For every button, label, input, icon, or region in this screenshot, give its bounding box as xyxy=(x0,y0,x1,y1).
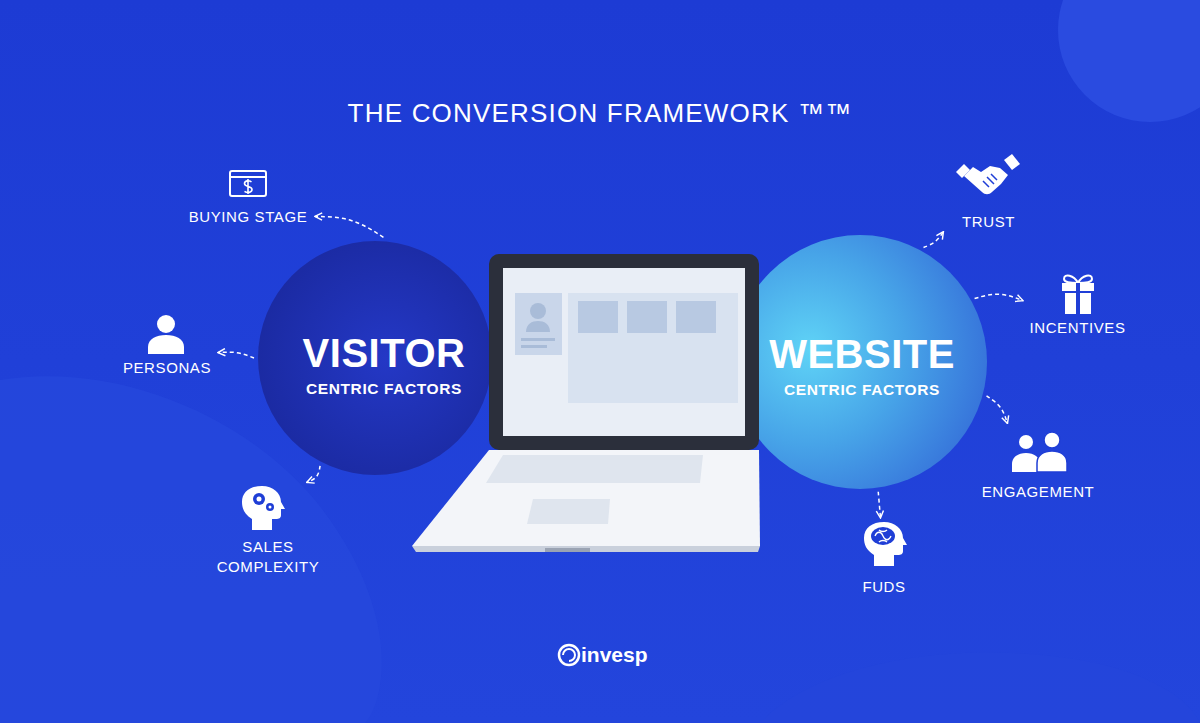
laptop-bezel xyxy=(489,254,759,450)
screen-tile xyxy=(627,301,667,333)
screen-line xyxy=(521,345,547,348)
factor-label: INCENTIVES xyxy=(1025,318,1130,338)
laptop-base-edge xyxy=(412,546,760,552)
node-text-group: VISITOR CENTRIC FACTORS xyxy=(258,241,492,475)
diagram-title: THE CONVERSION FRAMEWORK ™™ xyxy=(0,97,1200,129)
dashed-arrow xyxy=(987,396,1008,424)
brain-folds xyxy=(875,530,891,542)
group-heading: VISITOR xyxy=(303,331,466,375)
gear xyxy=(253,493,265,505)
screen-avatar-body xyxy=(526,321,550,332)
dashed-arrow xyxy=(924,232,944,248)
logo-swirl xyxy=(563,649,575,661)
factor-label: SALES COMPLEXITY xyxy=(213,537,323,577)
dollar-symbol xyxy=(245,179,253,194)
group-subheading: CENTRIC FACTORS xyxy=(306,379,462,399)
handshake-icon xyxy=(956,154,1020,194)
factor-item: TRUST xyxy=(945,160,1032,232)
laptop-keyboard xyxy=(486,455,703,483)
gift-lid xyxy=(1062,283,1094,291)
node-text-group: PERSONAS xyxy=(118,358,216,378)
people-icon xyxy=(1012,432,1067,472)
gift-icon xyxy=(1062,276,1094,314)
gift-box xyxy=(1065,293,1091,314)
factor-item: ENGAGEMENT xyxy=(978,425,1098,502)
brain xyxy=(871,527,895,545)
head-silhouette xyxy=(864,522,907,566)
node-text-group: WEBSITE CENTRIC FACTORS xyxy=(733,235,987,489)
factor-label: BUYING STAGE xyxy=(183,207,313,227)
screen-profile-card xyxy=(515,293,562,355)
factor-label: TRUST xyxy=(945,212,1032,232)
laptop-base xyxy=(412,450,760,546)
person-head xyxy=(157,315,175,333)
factor-circle xyxy=(258,241,492,475)
dashed-arrow xyxy=(218,352,254,358)
node-text-group: SALES COMPLEXITY xyxy=(213,537,323,577)
factor-item: PERSONAS xyxy=(118,312,216,378)
dashed-arrow xyxy=(315,216,384,237)
dashed-arrow xyxy=(307,466,320,483)
gear xyxy=(266,503,274,511)
dashed-arrow xyxy=(878,492,880,518)
factor-item: BUYING STAGE xyxy=(183,165,313,227)
factor-group-circle: WEBSITE CENTRIC FACTORS xyxy=(733,235,987,489)
person-body xyxy=(1037,451,1067,472)
gear-hub xyxy=(257,497,262,502)
factor-label: FUDS xyxy=(850,577,918,597)
brain-head-icon xyxy=(864,522,907,566)
person-body xyxy=(1012,453,1040,472)
person-head xyxy=(1019,435,1033,449)
laptop-touchpad xyxy=(527,499,610,524)
factor-label: ENGAGEMENT xyxy=(978,482,1098,502)
factor-item: FUDS xyxy=(850,520,918,597)
factor-circle xyxy=(733,235,987,489)
factor-item: SALES COMPLEXITY xyxy=(213,484,323,577)
head-silhouette xyxy=(242,486,285,530)
screen-tile xyxy=(578,301,618,333)
gift-ribbon xyxy=(1076,283,1080,314)
factor-label: PERSONAS xyxy=(118,358,216,378)
screen-avatar xyxy=(530,303,546,319)
cuff xyxy=(1004,154,1020,170)
hands xyxy=(964,166,1008,194)
dashed-arrow xyxy=(975,294,1023,300)
gear-hub xyxy=(269,506,272,509)
factor-group-circle: VISITOR CENTRIC FACTORS xyxy=(258,241,492,475)
node-text-group: TRUST xyxy=(945,212,1032,232)
laptop-screen xyxy=(503,268,745,436)
factor-item: INCENTIVES xyxy=(1025,268,1130,338)
screen-panel xyxy=(568,293,738,403)
group-subheading: CENTRIC FACTORS xyxy=(784,380,940,400)
card-band xyxy=(230,176,266,178)
background-circle xyxy=(1058,0,1200,122)
screen-line xyxy=(521,338,555,341)
gift-bow xyxy=(1064,276,1092,283)
card-outline xyxy=(230,171,266,196)
group-heading: WEBSITE xyxy=(769,332,955,376)
logo-text: invesp xyxy=(581,642,648,668)
logo-mark xyxy=(559,645,579,665)
screen-tile xyxy=(676,301,716,333)
person-head xyxy=(1044,432,1060,448)
node-text-group: BUYING STAGE xyxy=(183,207,313,227)
finger-lines xyxy=(983,174,997,187)
logo-ring xyxy=(559,645,579,665)
background-blob xyxy=(760,653,1200,723)
person-icon xyxy=(148,315,184,354)
node-text-group: ENGAGEMENT xyxy=(978,482,1098,502)
node-text-group: INCENTIVES xyxy=(1025,318,1130,338)
head-gears-icon xyxy=(242,486,285,530)
laptop-notch xyxy=(545,548,590,552)
node-text-group: FUDS xyxy=(850,577,918,597)
cuff xyxy=(956,164,970,178)
card-icon xyxy=(230,171,266,196)
person-body xyxy=(148,335,184,354)
